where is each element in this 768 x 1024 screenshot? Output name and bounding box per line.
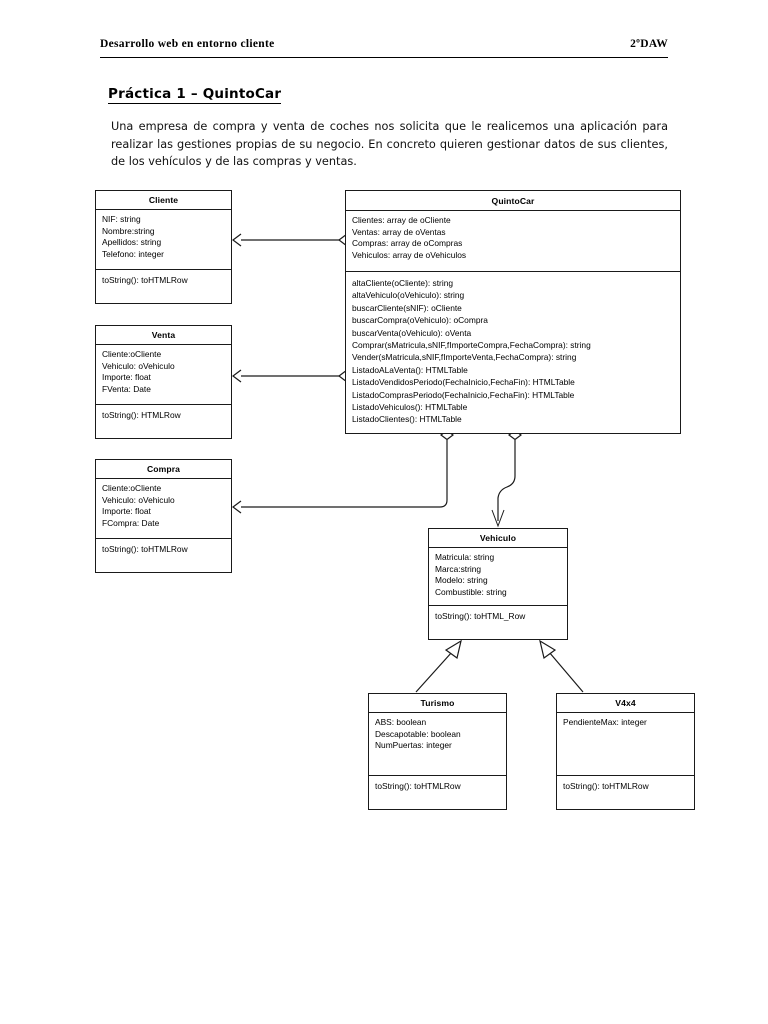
method: toString(): toHTMLRow — [102, 275, 188, 285]
class-name-venta: Venta — [96, 326, 231, 345]
class-methods-cliente: toString(): toHTMLRow — [96, 270, 231, 290]
method: Comprar(sMatricula,sNIF,fImporteCompra,F… — [352, 340, 591, 351]
method: Vender(sMatricula,sNIF,fImporteVenta,Fec… — [352, 352, 577, 363]
class-name-quintocar: QuintoCar — [346, 191, 680, 211]
class-attributes-vehiculo: Matricula: string Marca:string Modelo: s… — [429, 548, 567, 606]
attribute: Vehiculos: array de oVehiculos — [352, 249, 467, 260]
method: altaVehiculo(oVehiculo): string — [352, 290, 465, 301]
class-name-compra: Compra — [96, 460, 231, 479]
solid-arrow-vehiculo — [491, 509, 505, 528]
class-attributes-quintocar: Clientes: array de oCliente Ventas: arra… — [346, 211, 680, 272]
method: toString(): toHTMLRow — [563, 781, 649, 791]
method: ListadoALaVenta(): HTMLTable — [352, 364, 468, 375]
class-name-turismo: Turismo — [369, 694, 506, 713]
attribute: Combustible: string — [435, 586, 507, 597]
method: ListadoClientes(): HTMLTable — [352, 414, 462, 425]
attribute: Cliente:oCliente — [102, 349, 162, 359]
method: buscarCompra(oVehiculo): oCompra — [352, 315, 488, 326]
attribute: Vehiculo: oVehiculo — [102, 494, 175, 505]
attribute: Importe: float — [102, 506, 151, 517]
attribute: Ventas: array de oVentas — [352, 226, 446, 237]
uml-class-turismo[interactable]: Turismo ABS: boolean Descapotable: boole… — [368, 693, 507, 810]
open-arrow-compra — [232, 500, 242, 514]
class-methods-compra: toString(): toHTMLRow — [96, 539, 231, 559]
uml-class-venta[interactable]: Venta Cliente:oCliente Vehiculo: oVehicu… — [95, 325, 232, 439]
link-turismo-vehiculo — [415, 651, 453, 693]
uml-class-compra[interactable]: Compra Cliente:oCliente Vehiculo: oVehic… — [95, 459, 232, 573]
class-methods-vehiculo: toString(): toHTML_Row — [429, 606, 567, 626]
open-arrow-venta — [232, 369, 242, 383]
running-header: Desarrollo web en entorno cliente 2ºDAW — [100, 38, 668, 50]
attribute: Descapotable: boolean — [375, 728, 461, 739]
method: toString(): toHTMLRow — [102, 544, 188, 554]
class-attributes-venta: Cliente:oCliente Vehiculo: oVehiculo Imp… — [96, 345, 231, 405]
method: toString(): HTMLRow — [102, 410, 181, 420]
attribute: Modelo: string — [435, 575, 488, 586]
attribute: NIF: string — [102, 214, 141, 224]
method: ListadoVendidosPeriodo(FechaInicio,Fecha… — [352, 377, 575, 388]
class-attributes-compra: Cliente:oCliente Vehiculo: oVehiculo Imp… — [96, 479, 231, 539]
attribute: Telefono: integer — [102, 248, 164, 259]
attribute: PendienteMax: integer — [563, 717, 647, 727]
link-quintocar-vehiculo — [497, 440, 516, 521]
inheritance-triangle-turismo — [444, 639, 462, 660]
class-methods-venta: toString(): HTMLRow — [96, 405, 231, 425]
method: buscarVenta(oVehiculo): oVenta — [352, 327, 472, 338]
attribute: Clientes: array de oCliente — [352, 215, 451, 225]
link-quintocar-compra — [241, 440, 448, 508]
method: toString(): toHTML_Row — [435, 611, 526, 621]
attribute: FCompra: Date — [102, 517, 160, 528]
attribute: Compras: array de oCompras — [352, 238, 463, 249]
class-name-vehiculo: Vehiculo — [429, 529, 567, 548]
link-v4x4-vehiculo — [548, 651, 584, 693]
class-methods-turismo: toString(): toHTMLRow — [369, 776, 506, 796]
method: buscarCliente(sNIF): oCliente — [352, 302, 462, 313]
page-title: Práctica 1 – QuintoCar — [108, 86, 282, 104]
class-name-v4x4: V4x4 — [557, 694, 694, 713]
attribute: Nombre:string — [102, 225, 155, 236]
method: toString(): toHTMLRow — [375, 781, 461, 791]
inheritance-triangle-v4x4 — [539, 639, 557, 660]
attribute: FVenta: Date — [102, 383, 151, 394]
class-name-cliente: Cliente — [96, 191, 231, 210]
attribute: NumPuertas: integer — [375, 740, 452, 751]
intro-paragraph: Una empresa de compra y venta de coches … — [111, 120, 668, 168]
attribute: Apellidos: string — [102, 237, 162, 248]
uml-class-cliente[interactable]: Cliente NIF: string Nombre:string Apelli… — [95, 190, 232, 304]
class-methods-quintocar: altaCliente(oCliente): string altaVehicu… — [346, 272, 680, 429]
header-divider — [100, 57, 668, 58]
attribute: Importe: float — [102, 372, 151, 383]
class-attributes-cliente: NIF: string Nombre:string Apellidos: str… — [96, 210, 231, 270]
class-attributes-turismo: ABS: boolean Descapotable: boolean NumPu… — [369, 713, 506, 776]
attribute: Marca:string — [435, 563, 482, 574]
header-course-code: 2ºDAW — [630, 38, 668, 50]
uml-class-v4x4[interactable]: V4x4 PendienteMax: integer toString(): t… — [556, 693, 695, 810]
class-methods-v4x4: toString(): toHTMLRow — [557, 776, 694, 796]
uml-class-vehiculo[interactable]: Vehiculo Matricula: string Marca:string … — [428, 528, 568, 640]
header-course-title: Desarrollo web en entorno cliente — [100, 38, 275, 50]
class-attributes-v4x4: PendienteMax: integer — [557, 713, 694, 776]
attribute: Cliente:oCliente — [102, 483, 162, 493]
attribute: ABS: boolean — [375, 717, 427, 727]
method: ListadoComprasPeriodo(FechaInicio,FechaF… — [352, 389, 575, 400]
method: altaCliente(oCliente): string — [352, 278, 454, 288]
uml-class-quintocar[interactable]: QuintoCar Clientes: array de oCliente Ve… — [345, 190, 681, 434]
attribute: Vehiculo: oVehiculo — [102, 360, 175, 371]
method: ListadoVehiculos(): HTMLTable — [352, 402, 468, 413]
open-arrow-cliente — [232, 233, 242, 247]
attribute: Matricula: string — [435, 552, 495, 562]
